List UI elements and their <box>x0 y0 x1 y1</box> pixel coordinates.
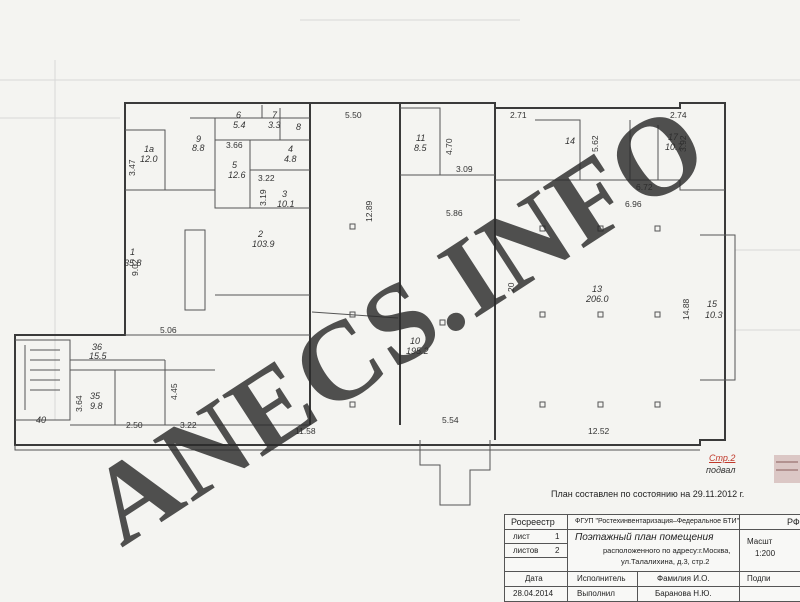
signature-label: Подпи <box>747 574 771 583</box>
outer-walls <box>14 102 736 506</box>
organization-name: ФГУП "Ростехинвентаризация–Федеральное Б… <box>575 518 740 525</box>
room-7-number: 7 <box>272 110 278 120</box>
room-7-area: 3.3 <box>268 120 281 130</box>
dim-label: 9.02 <box>130 259 140 276</box>
dim-label: 5.06 <box>160 325 177 335</box>
plan-location-line-2: ул.Талалихина, д.3, стр.2 <box>621 557 710 566</box>
date-value: 28.04.2014 <box>513 589 554 598</box>
dim-label: 5.62 <box>590 135 600 152</box>
room-14-number: 14 <box>565 136 575 146</box>
room-13-number: 13 <box>592 284 602 294</box>
dim-label: 5.54 <box>442 415 459 425</box>
room-1-area: 35.8 <box>124 258 142 268</box>
dim-label: 2.74 <box>670 110 687 120</box>
dimension-labels: 5.50 3.66 3.22 3.47 9.02 3.19 12.89 4.70… <box>74 110 691 436</box>
dim-label: 14.88 <box>681 298 691 320</box>
room-11-area: 8.5 <box>414 143 428 153</box>
dim-label: 12.52 <box>588 426 610 436</box>
registry-label: Росреестр <box>511 517 555 527</box>
room-11-number: 11 <box>416 133 425 143</box>
date-label: Дата <box>525 574 543 583</box>
room-10-area: 195.2 <box>406 346 429 356</box>
dim-label: 12.89 <box>364 200 374 222</box>
plan-title: Поэтажный план помещения <box>575 532 714 543</box>
sheets-label: листов <box>513 546 539 555</box>
sheet-label: лист <box>513 532 530 541</box>
dim-label: 11.58 <box>295 426 316 436</box>
room-9-number: 9 <box>196 134 201 144</box>
sheets-value: 2 <box>555 546 560 555</box>
room-15-number: 15 <box>707 299 718 309</box>
columns <box>349 223 661 408</box>
dim-label: 5.86 <box>446 208 463 218</box>
surname-value: Баранова Н.Ю. <box>655 589 712 598</box>
room-4-number: 4 <box>288 144 293 154</box>
room-5-area: 12.6 <box>228 170 246 180</box>
dim-label: 3.47 <box>127 159 137 176</box>
room-4-area: 4.8 <box>284 154 297 164</box>
floor-reference-level: подвал <box>706 465 736 475</box>
room-9-area: 8.8 <box>192 143 205 153</box>
dim-label: 3.64 <box>74 395 84 412</box>
room-6-number: 6 <box>236 110 241 120</box>
executor-label: Исполнитель <box>577 574 626 583</box>
room-5-number: 5 <box>232 160 238 170</box>
room-10-number: 10 <box>410 336 420 346</box>
dim-label: 3.92 <box>678 135 688 152</box>
room-6-area: 5.4 <box>233 120 246 130</box>
scale-value: 1:200 <box>755 549 776 558</box>
dim-label: 3.09 <box>456 164 473 174</box>
dim-label: 4.45 <box>169 383 179 400</box>
performed-label: Выполнил <box>577 589 615 598</box>
dim-label: 3.22 <box>180 420 197 430</box>
dim-label: 6.72 <box>636 182 653 192</box>
dim-label: 20 <box>506 282 516 292</box>
floor-reference-building: Стр.2 <box>709 453 736 463</box>
room-8-number: 8 <box>296 122 301 132</box>
plan-location-line-1: расположенного по адресу:г.Москва, <box>603 546 731 555</box>
room-1a-area: 12.0 <box>140 154 158 164</box>
room-36-area: 15.5 <box>89 351 108 361</box>
sheet-value: 1 <box>555 532 560 541</box>
dim-label: 3.19 <box>258 189 268 206</box>
room-17-number: 17 <box>668 132 679 142</box>
dim-label: 2.71 <box>510 110 527 120</box>
dim-label: 4.70 <box>444 138 454 155</box>
dim-label: 2.50 <box>126 420 143 430</box>
dim-label: 6.96 <box>625 199 642 209</box>
scale-label: Масшт <box>747 537 773 546</box>
room-35-area: 9.8 <box>90 401 103 411</box>
dim-label: 5.50 <box>345 110 362 120</box>
stamp-mark <box>774 455 800 483</box>
room-3-number: 3 <box>282 189 287 199</box>
plan-state-note: План составлен по состоянию на 29.11.201… <box>551 489 745 499</box>
room-15-area: 10.3 <box>705 310 723 320</box>
floor-reference: Стр.2 подвал <box>706 452 735 476</box>
dim-label: 3.66 <box>226 140 243 150</box>
background-guides <box>0 19 800 420</box>
room-36-number: 36 <box>92 342 102 352</box>
room-labels: 1 35.8 1a 12.0 2 103.9 3 10.1 4 4.8 5 12… <box>36 110 723 425</box>
surname-label: Фамилия И.О. <box>657 574 710 583</box>
title-block: Росреестр ФГУП "Ростехинвентаризация–Фед… <box>504 514 800 602</box>
room-1a-number: 1a <box>144 144 154 154</box>
room-1-number: 1 <box>130 247 135 257</box>
room-17-area: 10.7 <box>665 142 684 152</box>
dim-label: 3.22 <box>258 173 275 183</box>
room-2-area: 103.9 <box>252 239 275 249</box>
corner-code: РФ <box>787 517 800 527</box>
room-35-number: 35 <box>90 391 101 401</box>
room-40-number: 40 <box>36 415 46 425</box>
room-3-area: 10.1 <box>277 199 295 209</box>
room-2-number: 2 <box>257 229 263 239</box>
room-13-area: 206.0 <box>585 294 609 304</box>
